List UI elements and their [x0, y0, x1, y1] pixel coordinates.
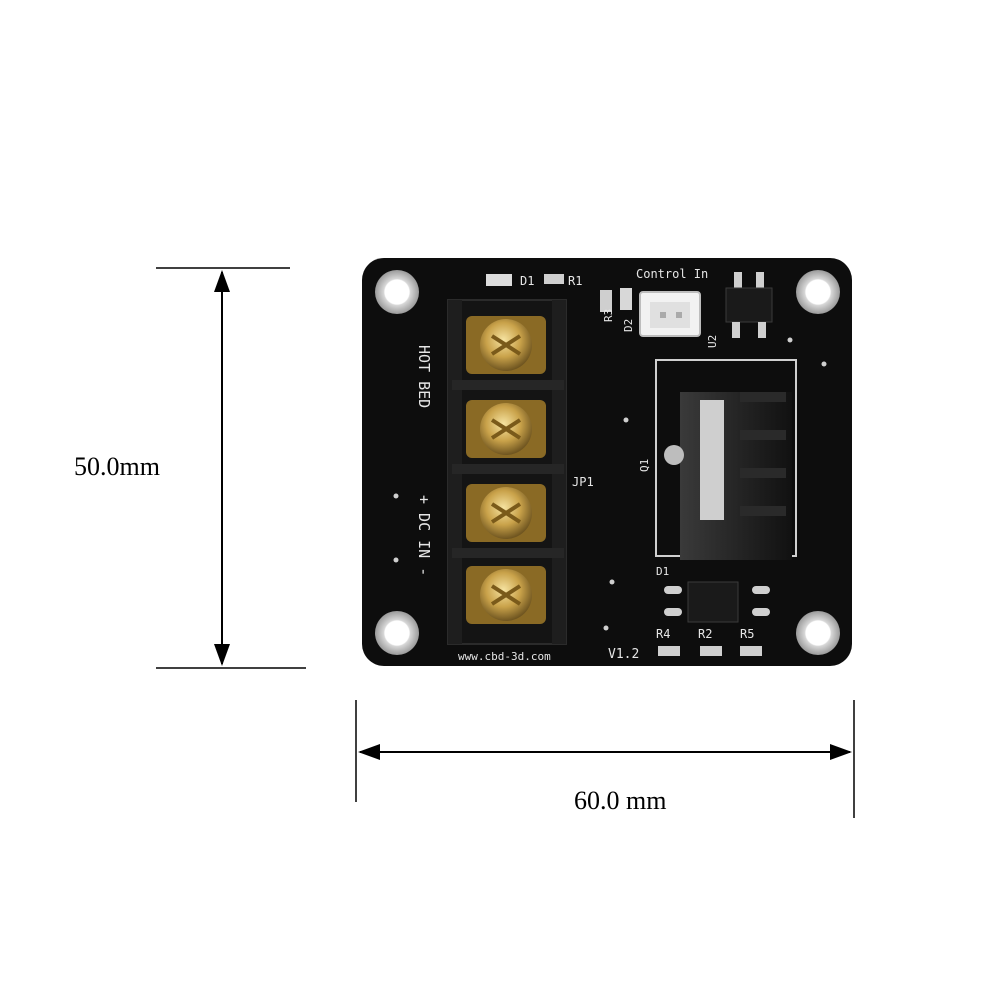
d1-diode-chip: [664, 581, 770, 623]
r2-label: R2: [698, 627, 712, 641]
width-dimension: [355, 700, 855, 818]
control-in-connector: [639, 291, 701, 337]
arrow-down-icon: [214, 644, 230, 666]
width-dimension-label: 60.0 mm: [574, 786, 667, 815]
jp1-label: JP1: [572, 475, 594, 489]
r2-resistor-pad: [700, 646, 722, 656]
d1-lower-label: D1: [656, 565, 669, 578]
arrow-left-icon: [358, 744, 380, 760]
screw-terminal-icon: [466, 400, 546, 458]
r1-resistor-pad: [544, 274, 564, 284]
height-dimension-label: 50.0mm: [74, 452, 160, 481]
r5-label: R5: [740, 627, 754, 641]
screw-terminal-icon: [466, 484, 546, 542]
r5-resistor-pad: [740, 646, 762, 656]
d2-label: D2: [622, 319, 635, 332]
arrow-up-icon: [214, 270, 230, 292]
u2-label: U2: [706, 335, 719, 348]
r3-label: R3: [602, 309, 615, 322]
screw-terminal-block: [447, 299, 567, 645]
d1-led-pad: [486, 274, 512, 286]
screw-terminal-icon: [466, 316, 546, 374]
arrow-right-icon: [830, 744, 852, 760]
q1-label: Q1: [638, 459, 651, 472]
r1-label: R1: [568, 274, 582, 288]
hot-bed-label: HOT BED: [415, 345, 433, 408]
control-in-label: Control In: [636, 267, 708, 281]
version-label: V1.2: [608, 647, 639, 662]
screw-terminal-icon: [466, 566, 546, 624]
r4-resistor-pad: [658, 646, 680, 656]
d1-label: D1: [520, 274, 534, 288]
dc-in-label: + DC IN -: [415, 495, 433, 576]
q1-mosfet-heatsink: [655, 359, 797, 560]
height-dimension: [156, 267, 306, 669]
pcb-board: HOT BED + DC IN - D1 R1 Control In R3 D2…: [362, 258, 852, 666]
r4-label: R4: [656, 627, 670, 641]
website-label: www.cbd-3d.com: [458, 650, 551, 663]
u2-regulator-chip: [725, 272, 773, 338]
